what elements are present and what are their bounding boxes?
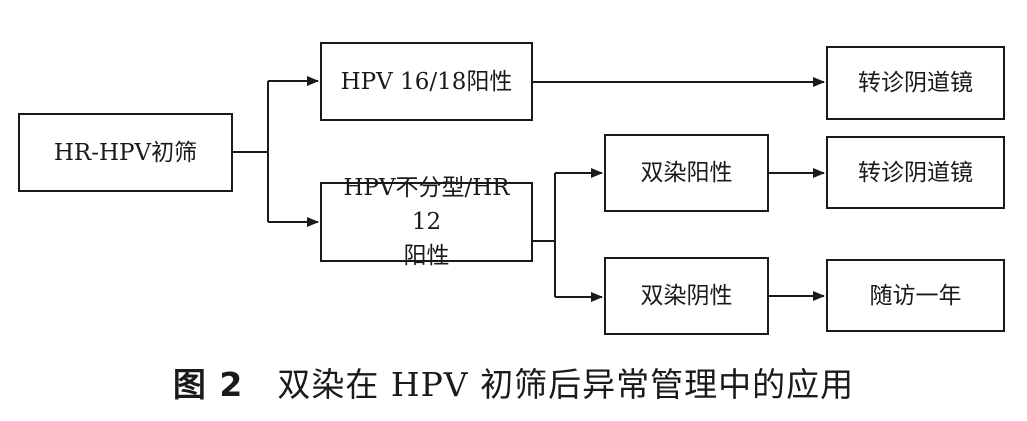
figure-caption: 图 2 双染在 HPV 初筛后异常管理中的应用 [0, 352, 1027, 412]
figure-number: 图 2 [172, 365, 244, 404]
node-label: HPV 16/18阳性 [340, 68, 513, 95]
node-colposcopy-referral-1: 转诊阴道镜 [826, 46, 1005, 120]
connector-lines [233, 76, 825, 302]
node-label: HR-HPV初筛 [53, 139, 198, 166]
node-label: 转诊阴道镜 [858, 70, 973, 96]
node-hpv-other-hr12-positive: HPV不分型/HR 12 阳性 [320, 175, 533, 269]
node-colposcopy-referral-2: 转诊阴道镜 [826, 136, 1005, 209]
node-label-line-2: 阳性 [403, 243, 450, 269]
node-dual-stain-positive: 双染阳性 [604, 134, 769, 212]
node-one-year-followup: 随访一年 [826, 259, 1005, 332]
node-hr-hpv-initial-screening: HR-HPV初筛 [18, 113, 233, 192]
node-label: 随访一年 [869, 282, 962, 309]
figure-title: 双染在 HPV 初筛后异常管理中的应用 [277, 365, 855, 404]
flowchart: HR-HPV初筛 HPV 16/18阳性 转诊阴道镜 HPV不分型/HR 12 … [18, 42, 1005, 335]
node-hpv-16-18-positive: HPV 16/18阳性 [320, 42, 533, 121]
node-label: 双染阳性 [640, 160, 733, 186]
node-label-line-1: HPV不分型/HR 12 [343, 175, 510, 235]
node-dual-stain-negative: 双染阴性 [604, 257, 769, 335]
node-label: 转诊阴道镜 [858, 159, 973, 186]
node-label: 双染阴性 [640, 283, 733, 309]
